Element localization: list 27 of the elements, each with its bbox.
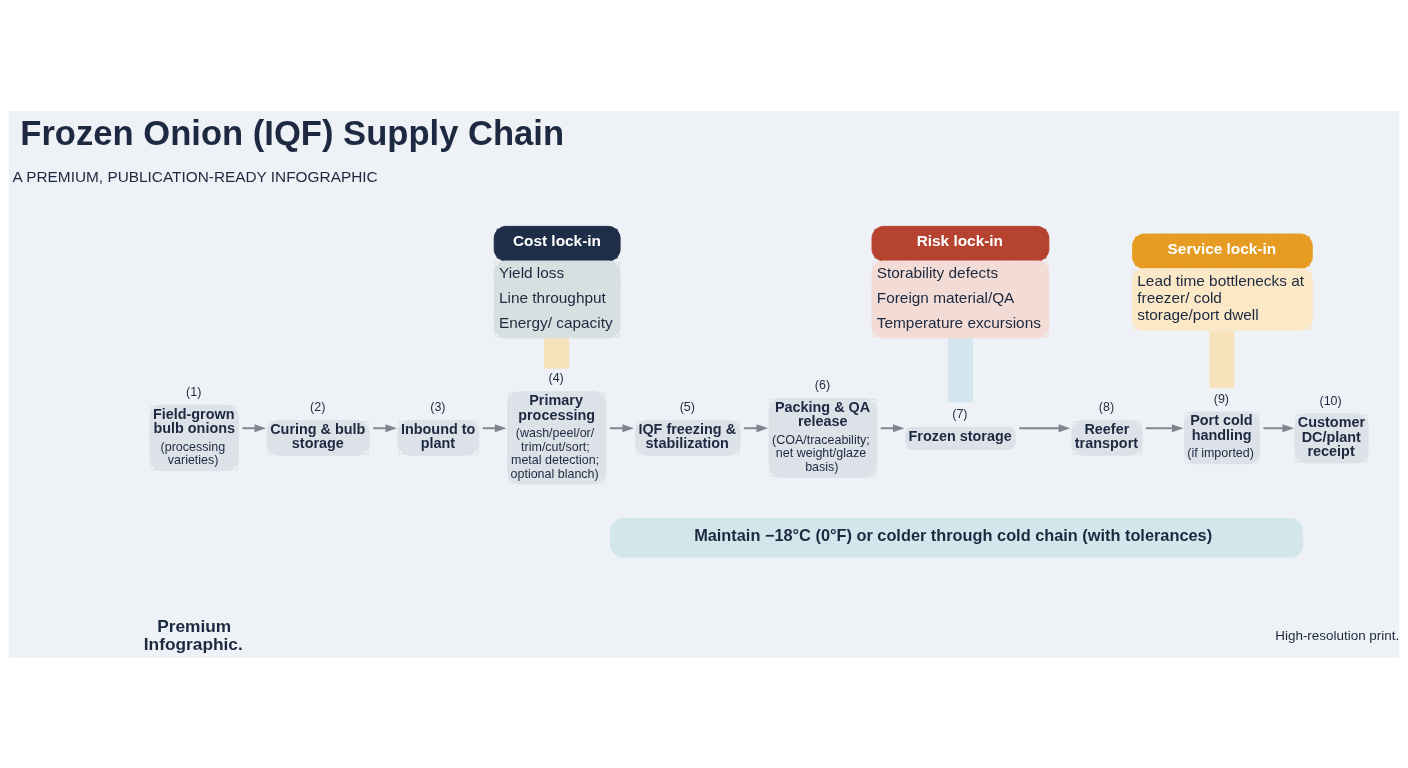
node-label: (1)	[186, 384, 202, 399]
node-label: (2)	[310, 399, 326, 414]
label: A PREMIUM, PUBLICATION-READY INFOGRAPHIC	[12, 167, 378, 185]
node-label: (4)	[548, 370, 564, 385]
node-label: (5)	[679, 399, 695, 414]
node-box: Maintain −18°C (0°F) or colder through cold chain (with tolerances)	[610, 517, 1304, 558]
arrow	[608, 423, 634, 432]
arrow	[481, 423, 507, 432]
connector	[1209, 330, 1235, 388]
arrow	[1018, 423, 1071, 432]
label: High-resolution print.	[1275, 627, 1400, 643]
label: Premium Infographic.	[143, 615, 243, 654]
arrow	[742, 423, 769, 432]
node-label: (3)	[430, 399, 446, 414]
arrow	[241, 423, 267, 432]
arrow	[879, 423, 905, 432]
arrow	[372, 423, 397, 432]
diagram-title: Frozen Onion (IQF) Supply Chain	[20, 113, 565, 152]
connector	[947, 337, 973, 402]
node-label: (8)	[1098, 399, 1115, 414]
node-label: (9)	[1213, 391, 1230, 406]
node-label: (6)	[814, 377, 831, 392]
arrow	[1144, 423, 1184, 432]
arrow	[1262, 423, 1294, 432]
node-label: (7)	[952, 406, 968, 421]
connector	[544, 337, 570, 369]
node-label: (10)	[1319, 393, 1342, 408]
